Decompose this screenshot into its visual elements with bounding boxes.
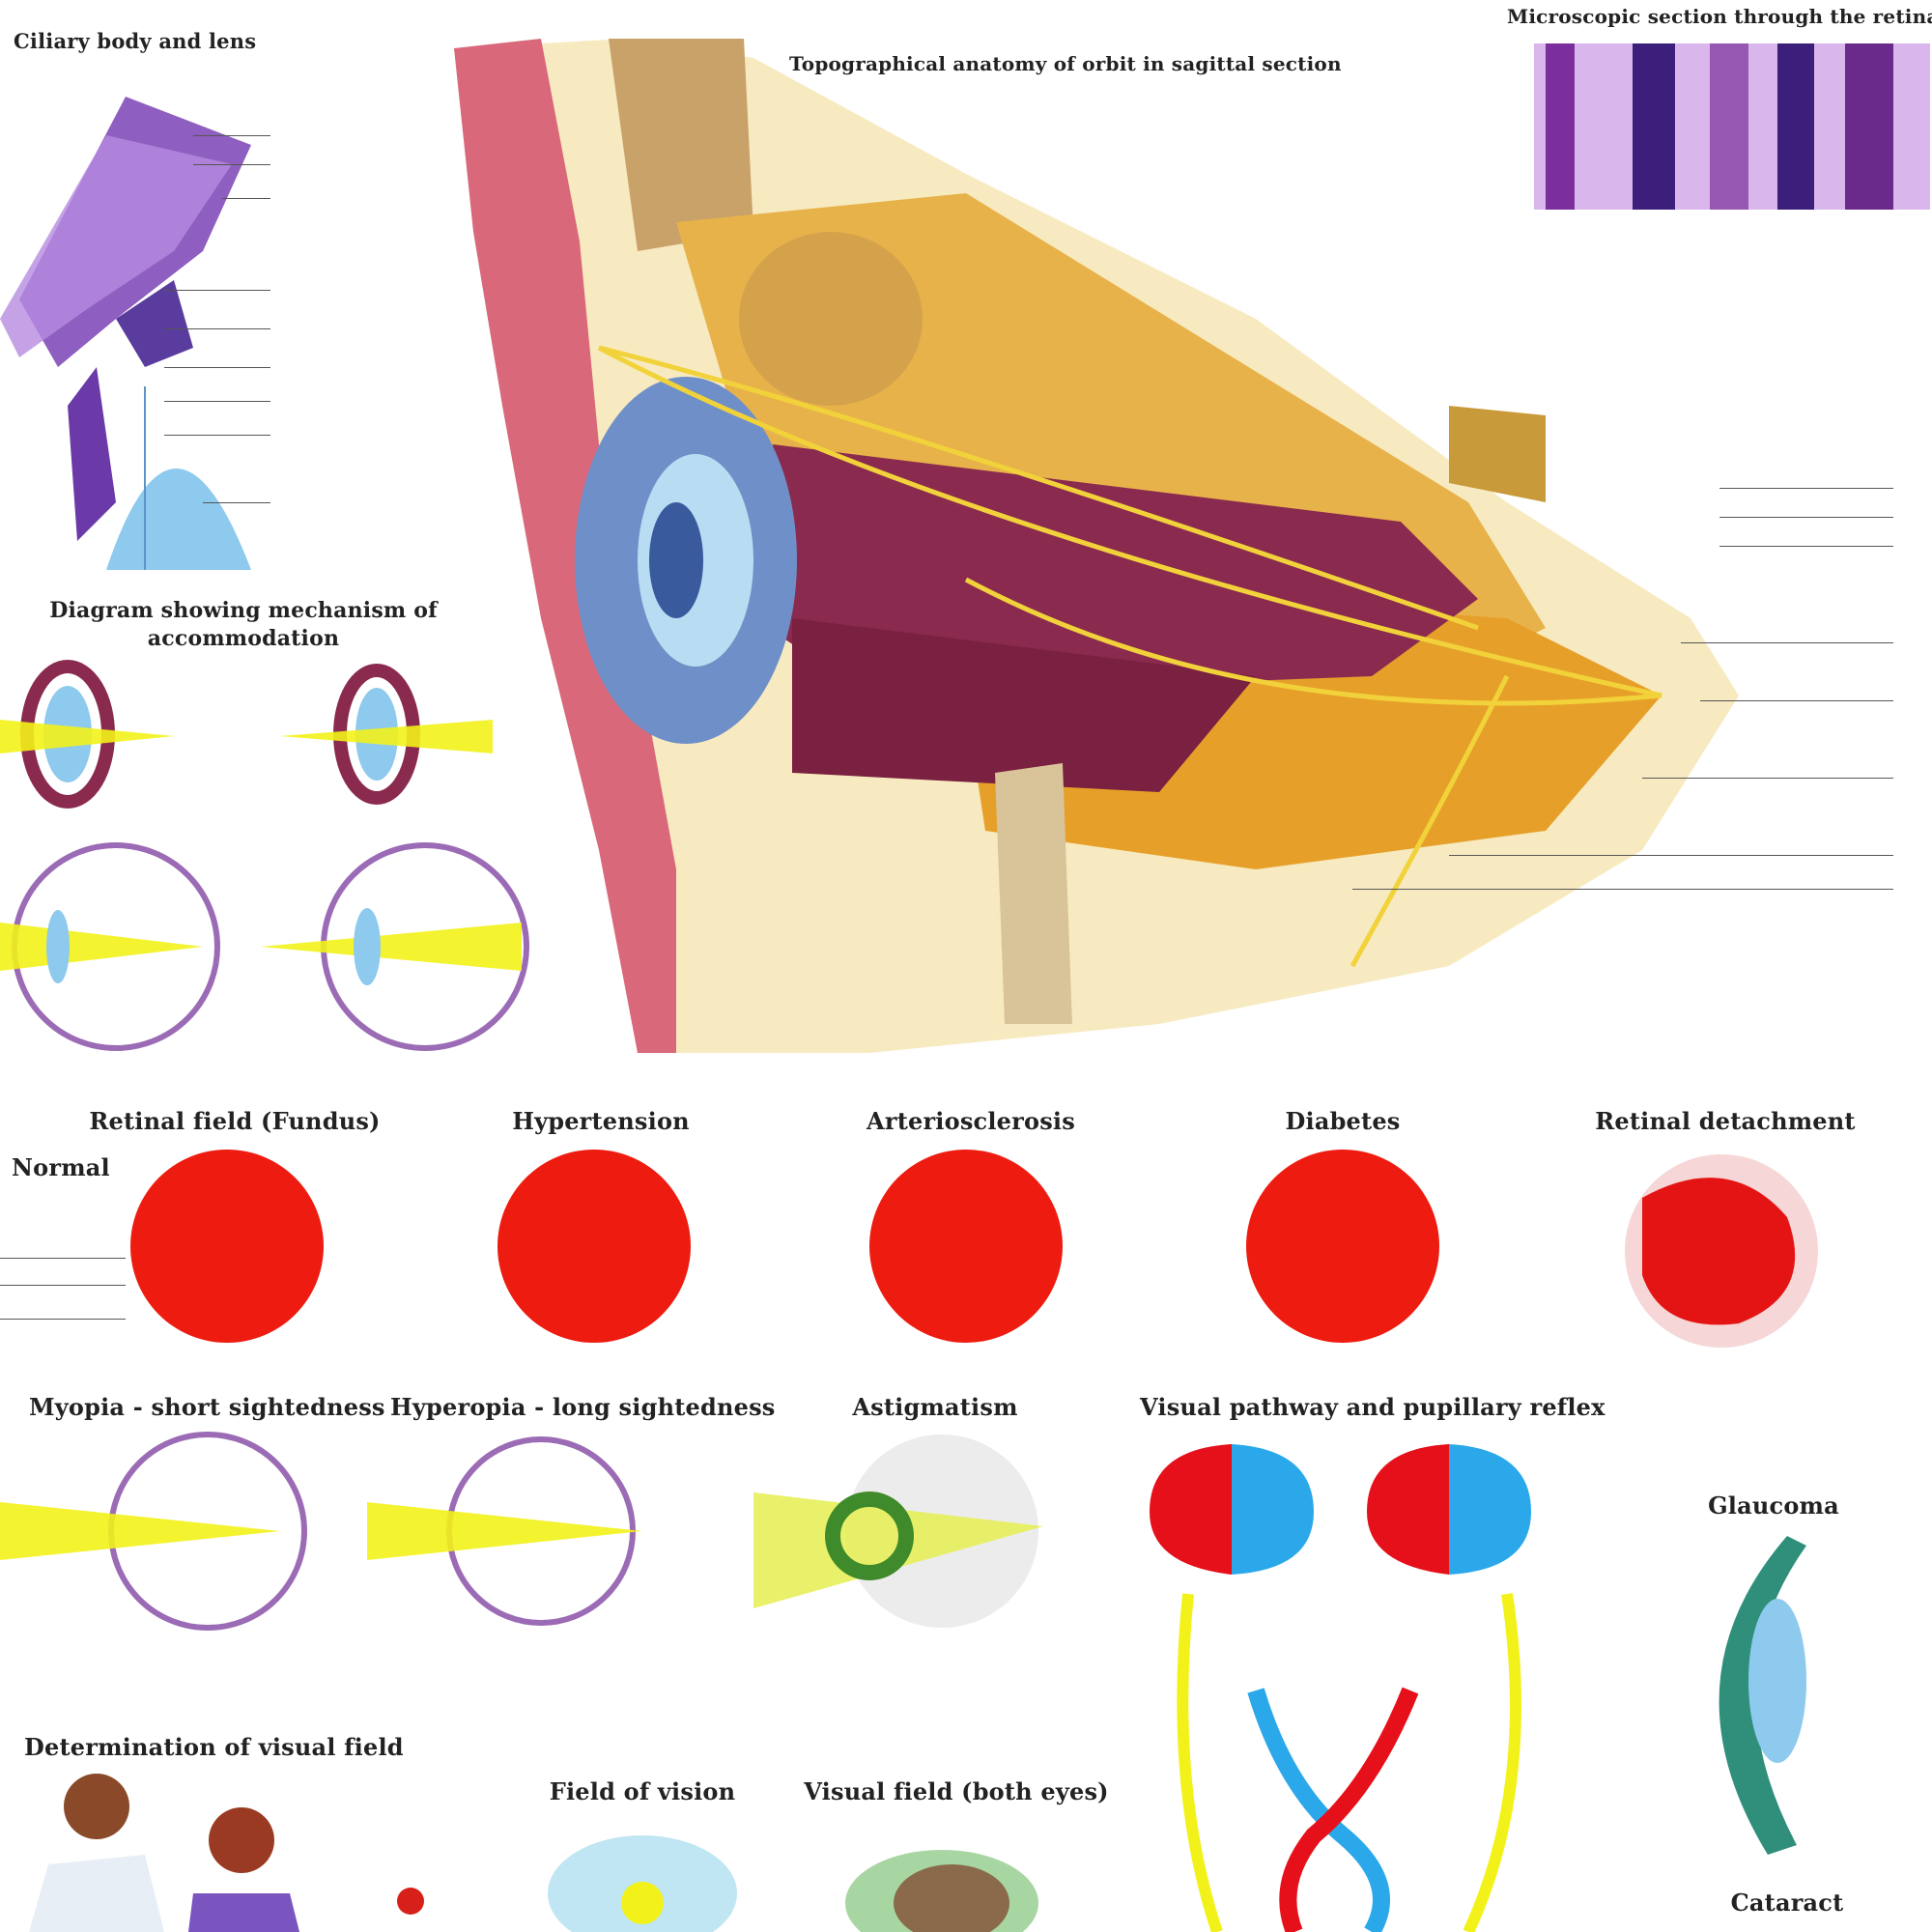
normal-label: Normal [12, 1153, 110, 1181]
diabetes-title: Diabetes [1285, 1107, 1401, 1135]
ciliary-body-illustration [0, 97, 251, 570]
hyperopia-title: Hyperopia - long sightedness [390, 1393, 776, 1421]
visual-field-determination-title: Determination of visual field [24, 1733, 404, 1761]
leader-line [1719, 546, 1893, 547]
glaucoma-illustration [1719, 1536, 1806, 1855]
retina-microscopy-illustration [1534, 43, 1930, 210]
fundus-images [130, 1150, 1818, 1348]
leader-line [222, 198, 270, 199]
leader-line [1719, 488, 1893, 489]
astigmatism-title: Astigmatism [852, 1393, 1018, 1421]
retinal-field-title: Retinal field (Fundus) [89, 1107, 381, 1135]
leader-line [164, 290, 270, 291]
hypertension-title: Hypertension [512, 1107, 690, 1135]
visual-pathway-diagram [1150, 1444, 1531, 1932]
leader-line [1352, 889, 1893, 890]
leader-line [0, 1258, 126, 1259]
field-of-vision-title: Field of vision [549, 1777, 736, 1805]
accommodation-lens-diagrams [0, 660, 529, 1051]
ciliary-body-title: Ciliary body and lens [14, 29, 257, 53]
arteriosclerosis-title: Arteriosclerosis [867, 1107, 1075, 1135]
retinal-detachment-title: Retinal detachment [1595, 1107, 1856, 1135]
leader-line [164, 401, 270, 402]
leader-line [164, 435, 270, 436]
leader-line [0, 1285, 126, 1286]
leader-line [164, 328, 270, 329]
leader-line [164, 367, 270, 368]
glaucoma-title: Glaucoma [1708, 1492, 1839, 1520]
leader-line [1700, 700, 1893, 701]
leader-line [1719, 517, 1893, 518]
cataract-title: Cataract [1730, 1889, 1844, 1917]
leader-line [193, 135, 270, 136]
myopia-title: Myopia - short sightedness [29, 1393, 385, 1421]
leader-line [0, 1319, 126, 1320]
leader-line [1642, 778, 1893, 779]
leader-line [1681, 642, 1893, 643]
leader-line [203, 502, 270, 503]
leader-line [1449, 855, 1893, 856]
visual-field-bottom-illustrations [29, 1774, 1038, 1932]
orbit-section-illustration [454, 39, 1739, 1053]
visual-field-both-eyes-title: Visual field (both eyes) [804, 1777, 1109, 1805]
retina-microscopy-title: Microscopic section through the retina [1507, 5, 1932, 28]
orbit-section-title: Topographical anatomy of orbit in sagitt… [789, 52, 1342, 75]
leader-line [193, 164, 270, 165]
accommodation-title: Diagram showing mechanism of accommodati… [49, 598, 438, 651]
visual-pathway-title: Visual pathway and pupillary reflex [1140, 1393, 1605, 1421]
refraction-diagrams [0, 1432, 1043, 1631]
